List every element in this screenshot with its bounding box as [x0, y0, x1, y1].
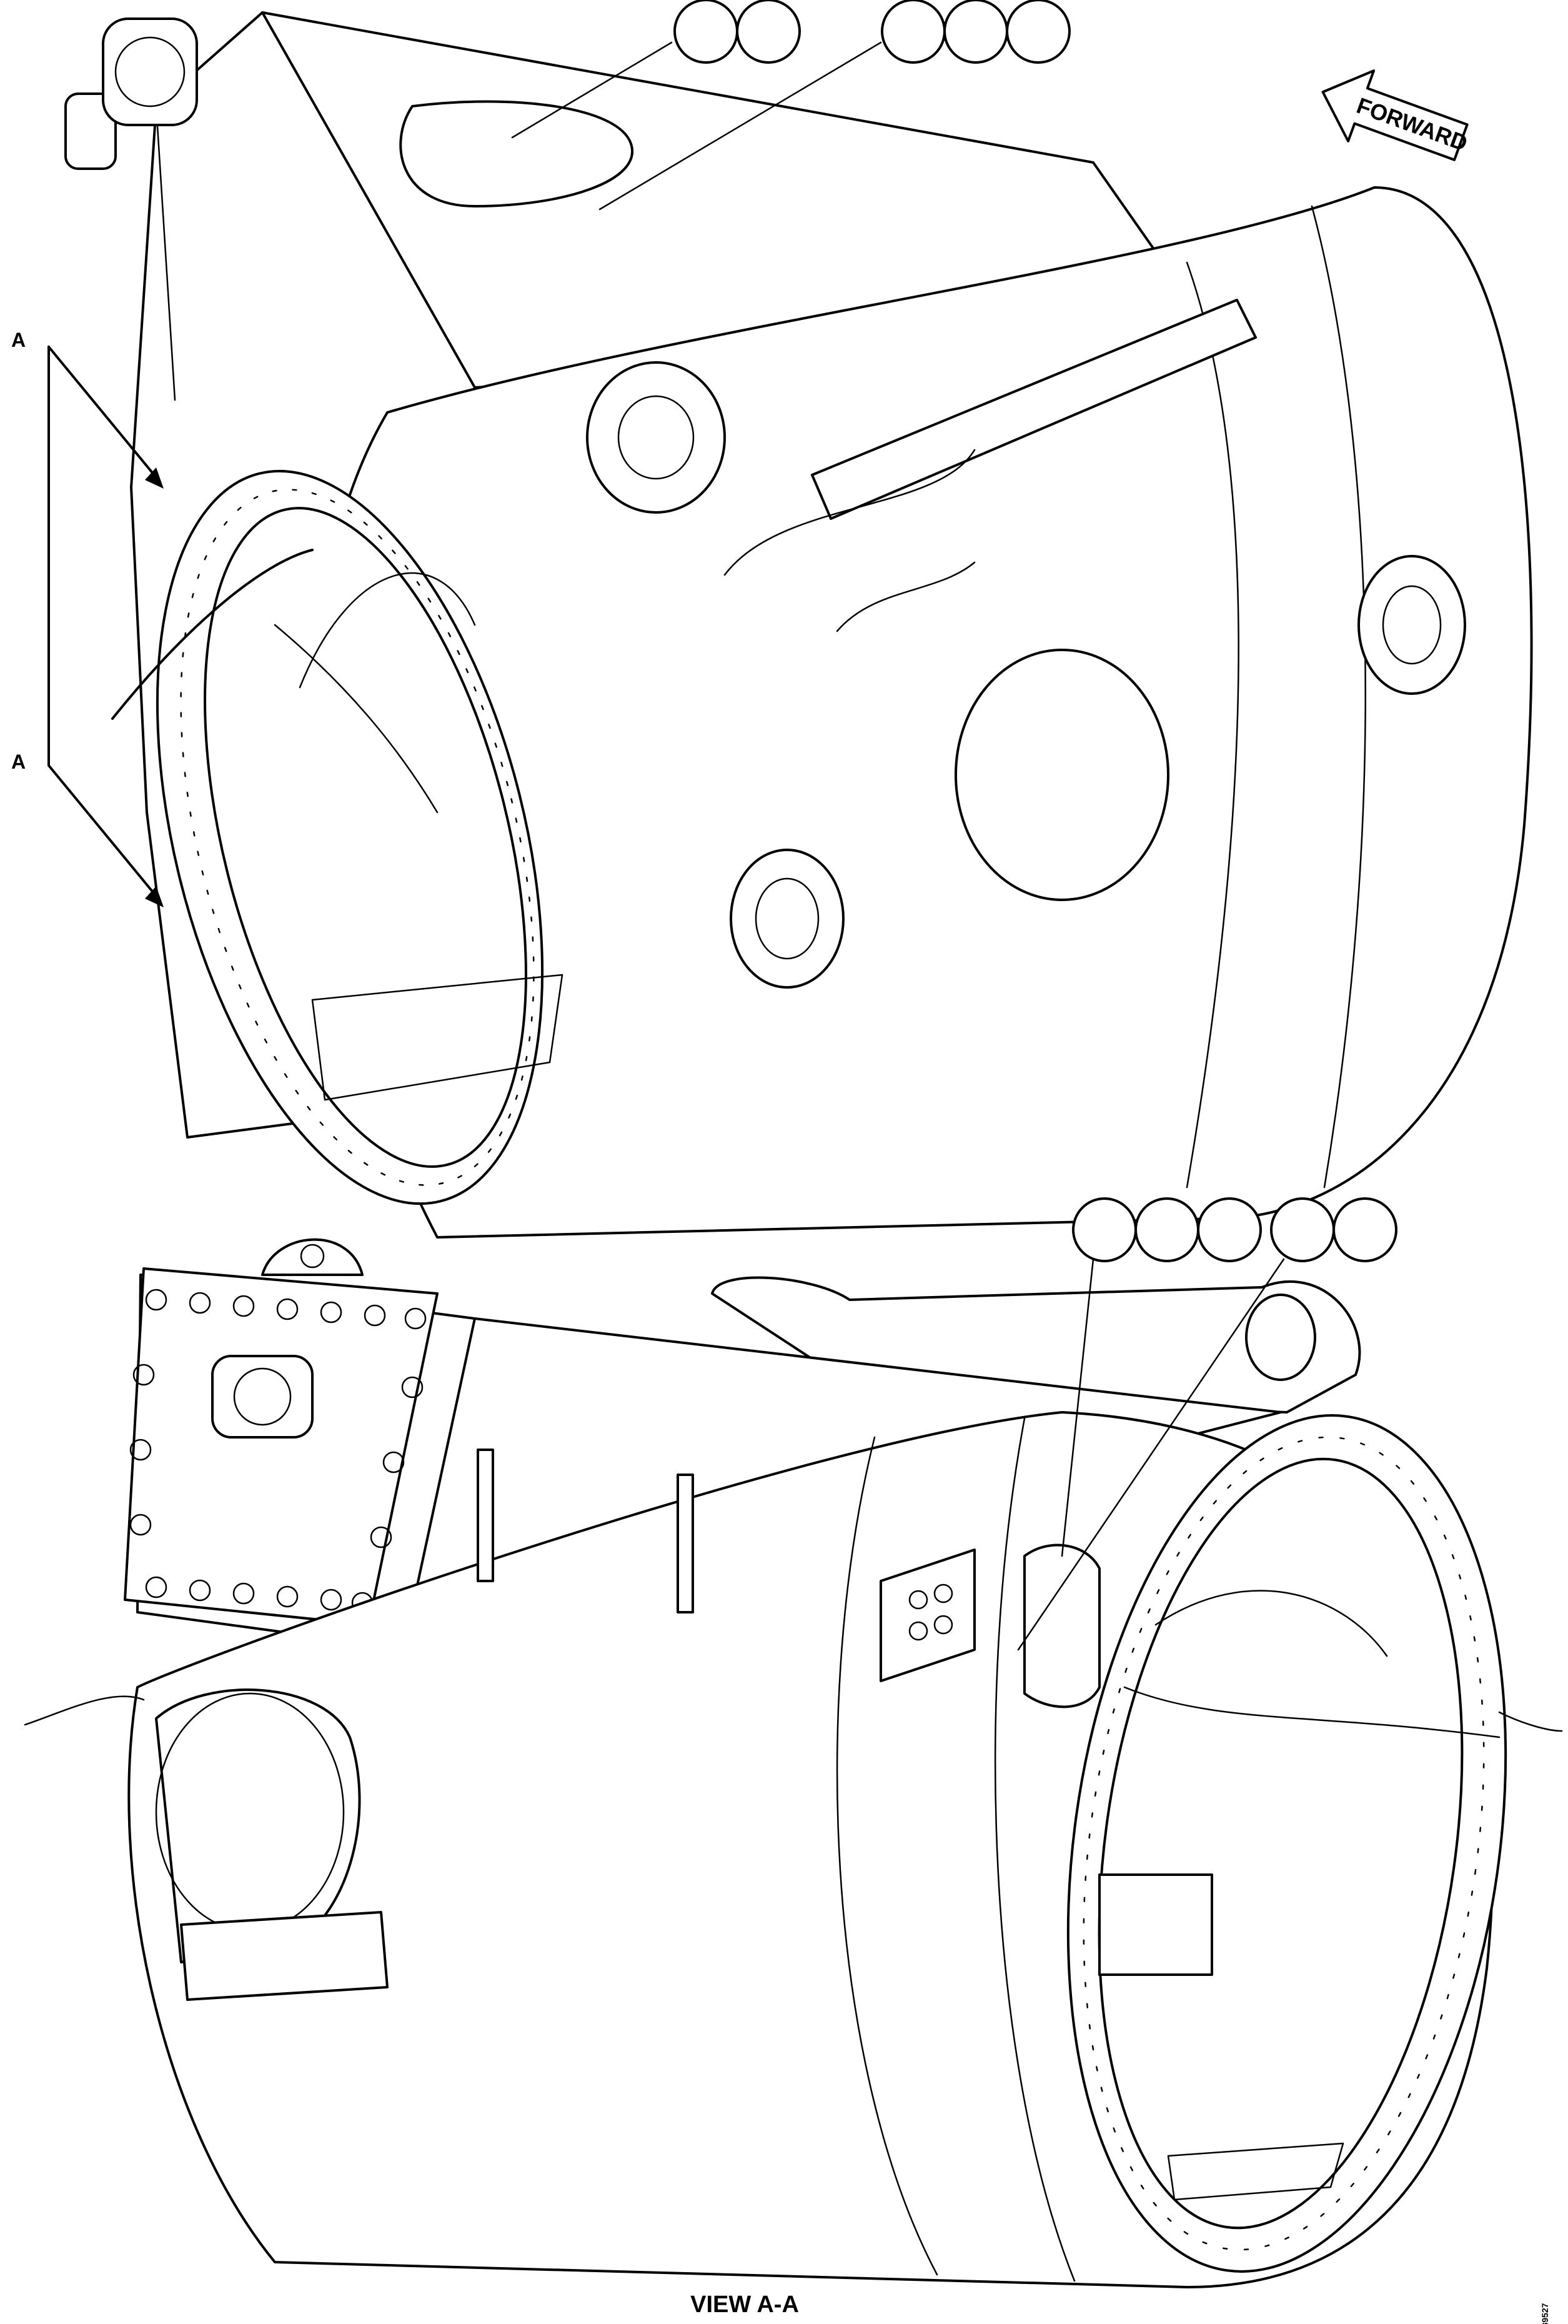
top-housing-view [47, 11, 1533, 1239]
bottom-lifting-lug [261, 1238, 364, 1276]
flange-bolts [129, 1289, 427, 1614]
callout-balloon [1006, 0, 1071, 64]
forward-arrow: FORWARD [1321, 69, 1471, 161]
leader-bottom-a [1061, 1258, 1094, 1557]
section-cut-lines [47, 346, 164, 907]
section-label-top: A [11, 329, 26, 351]
callout-balloons-top-a [673, 0, 801, 64]
callout-balloons-bottom-a [1072, 1197, 1262, 1262]
callout-balloon [881, 0, 946, 64]
sheet-number: 89527 [1540, 2303, 1550, 2324]
callout-balloon [1332, 1197, 1397, 1262]
leader-bottom-b [1017, 1258, 1285, 1651]
top-actuator [64, 17, 198, 170]
bottom-inspection-plate [1023, 1544, 1101, 1708]
callout-balloon [736, 0, 801, 64]
leader-top-a [511, 41, 673, 139]
callout-balloon [1270, 1197, 1335, 1262]
top-access-cover [955, 649, 1169, 901]
view-caption: VIEW A-A [690, 2292, 799, 2318]
callout-balloon [673, 0, 738, 64]
bottom-cylinder [155, 1688, 361, 1963]
callout-balloons-top-b [881, 0, 1071, 64]
callout-balloon [1134, 1197, 1199, 1262]
section-label-bottom: A [11, 751, 26, 773]
top-hatch [399, 100, 633, 207]
top-flange-ring [111, 469, 563, 1205]
callout-balloon [1072, 1197, 1137, 1262]
bottom-port-block [880, 1549, 976, 1682]
callout-balloon [943, 0, 1008, 64]
callout-balloon [1197, 1197, 1262, 1262]
bottom-rear-ring [1066, 1414, 1507, 2273]
leader-top-b [598, 41, 882, 211]
bottom-housing-view [24, 1238, 1563, 2288]
callout-balloons-bottom-b [1270, 1197, 1397, 1262]
